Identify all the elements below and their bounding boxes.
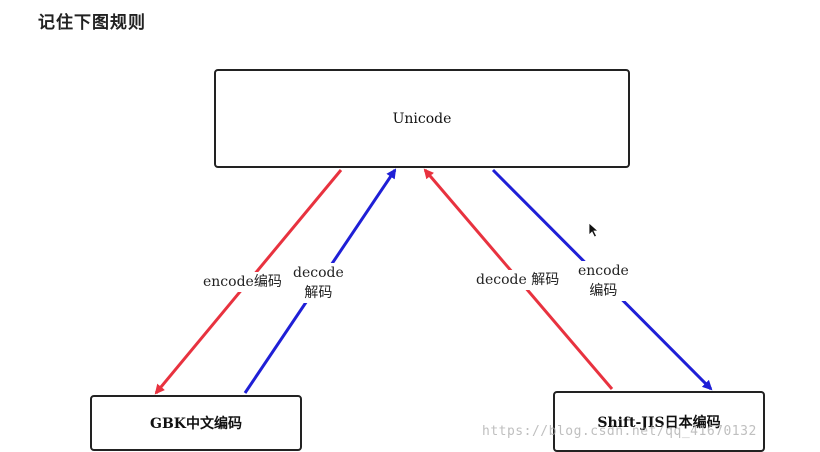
edge-label-left-decode: decode 解码 [293,263,344,303]
node-unicode-label: Unicode [392,110,452,127]
node-gbk: GBK中文编码 [90,395,302,451]
page-title: 记住下图规则 [38,13,146,33]
edge-label-right-encode: encode 编码 [578,261,629,301]
edge-label-left-encode-text: encode编码 [203,274,282,290]
node-unicode: Unicode [214,69,630,168]
edge-label-left-encode: encode编码 [203,272,282,292]
edge-label-right-encode-line1: encode [578,263,629,279]
edge-label-right-encode-line2: 编码 [589,283,618,299]
edge-label-left-decode-line1: decode [293,265,344,281]
watermark: https://blog.csdn.net/qq_41670132 [482,424,757,439]
node-gbk-label: GBK中文编码 [150,416,242,432]
node-shift-jis: Shift-JIS日本编码 [553,391,765,452]
edge-label-right-decode-text: decode 解码 [476,272,560,288]
node-shift-jis-label: Shift-JIS日本编码 [597,414,721,431]
edge-label-right-decode: decode 解码 [476,270,560,290]
edge-label-left-decode-line2: 解码 [304,285,333,301]
mouse-cursor-icon [588,222,600,238]
